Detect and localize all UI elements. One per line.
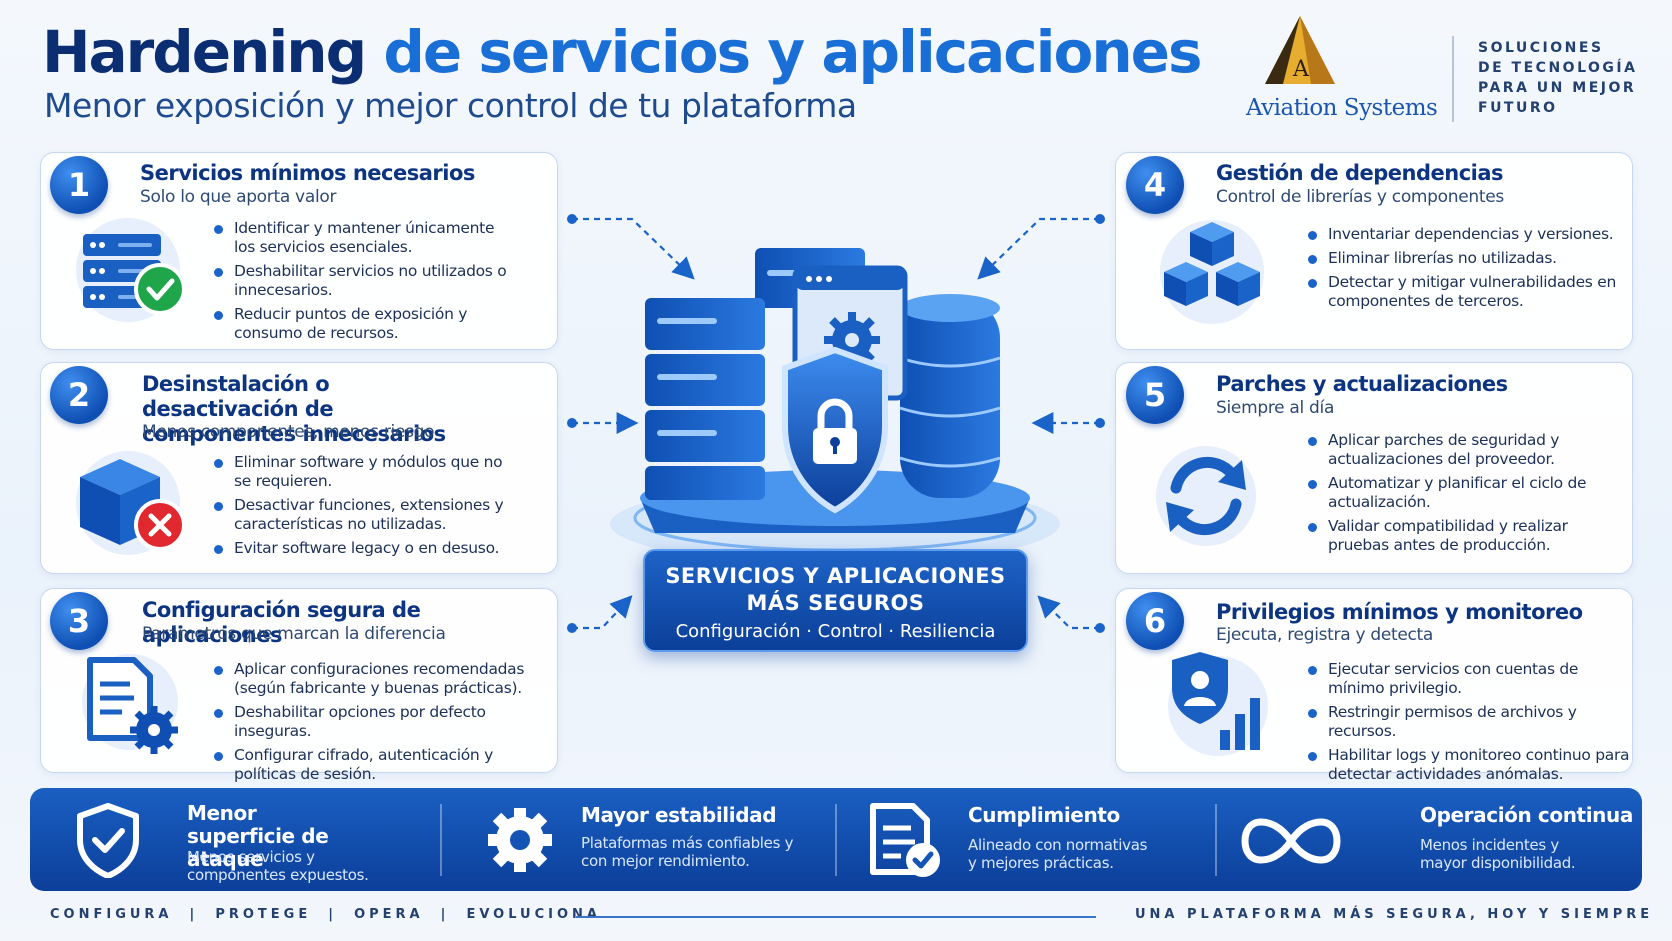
card-bullets: Identificar y mantener únicamente los se… [212, 219, 512, 348]
logo-letter: A [1292, 57, 1310, 82]
cubes-icon [1160, 220, 1264, 324]
list-item: Eliminar librerías no utilizadas. [1306, 249, 1626, 268]
benefit-subtitle: Menos servicios y componentes expuestos. [187, 848, 369, 884]
list-item: Configurar cifrado, autenticación y polí… [212, 746, 557, 784]
brand-name: Aviation Systems [1246, 95, 1438, 121]
center-title: SERVICIOS Y APLICACIONES MÁS SEGUROS [665, 564, 1006, 615]
benefit-title: Menor superficie de ataque [187, 801, 329, 871]
refresh-icon [1156, 446, 1256, 546]
list-item: Automatizar y planificar el ciclo de act… [1306, 474, 1626, 512]
card-bullets: Aplicar configuraciones recomendadas (se… [212, 660, 557, 789]
benefit-mayor-estabilidad: Mayor estabilidad Plataformas más confia… [442, 788, 824, 891]
list-item: Eliminar software y módulos que no se re… [212, 453, 512, 491]
card-title: Gestión de dependencias [1216, 161, 1504, 185]
step-badge-4: 4 [1126, 156, 1184, 214]
list-item: Restringir permisos de archivos y recurs… [1306, 703, 1631, 741]
list-item: Inventariar dependencias y versiones. [1306, 225, 1626, 244]
list-item: Reducir puntos de exposición y consumo d… [212, 305, 512, 343]
card-subtitle: Control de librerías y componentes [1216, 187, 1504, 207]
benefit-subtitle: Alineado con normativas y mejores prácti… [968, 836, 1148, 872]
card-title: Privilegios mínimos y monitoreo [1216, 600, 1583, 624]
card-title: Configuración segura de aplicaciones [142, 598, 421, 647]
benefit-title: Operación continua [1420, 803, 1633, 827]
user-shield-chart-icon [1168, 652, 1268, 756]
step-badge-5: 5 [1126, 366, 1184, 424]
title-accent: de servicios y aplicaciones [383, 18, 1202, 86]
benefits-bar: Menor superficie de ataque Menos servici… [30, 788, 1642, 891]
list-item: Evitar software legacy o en desuso. [212, 539, 512, 558]
list-item: Deshabilitar opciones por defecto insegu… [212, 703, 557, 741]
benefit-title: Cumplimiento [968, 803, 1120, 827]
list-item: Deshabilitar servicios no utilizados o i… [212, 262, 512, 300]
brand-divider [1452, 36, 1454, 122]
benefit-subtitle: Plataformas más confiables y con mejor r… [581, 834, 794, 870]
benefit-operacion-continua: Operación continua Menos incidentes y ma… [1217, 788, 1642, 891]
card-title: Parches y actualizaciones [1216, 372, 1508, 396]
list-item: Habilitar logs y monitoreo continuo para… [1306, 746, 1631, 784]
benefit-cumplimiento: Cumplimiento Alineado con normativas y m… [837, 788, 1217, 891]
step-badge-2: 2 [50, 366, 108, 424]
card-subtitle: Menos componentes, menos riesgo [142, 422, 435, 442]
benefit-title: Mayor estabilidad [581, 803, 777, 827]
shield-check-icon [77, 803, 139, 878]
benefit-divider [1215, 804, 1217, 876]
card-bullets: Aplicar parches de seguridad y actualiza… [1306, 431, 1626, 560]
card-title: Servicios mínimos necesarios [140, 161, 475, 185]
page-subtitle: Menor exposición y mejor control de tu p… [44, 86, 857, 125]
card-bullets: Eliminar software y módulos que no se re… [212, 453, 512, 563]
list-item: Aplicar parches de seguridad y actualiza… [1306, 431, 1626, 469]
footer-divider-line [576, 916, 1096, 918]
center-tagline: Configuración · Control · Resiliencia [675, 621, 996, 642]
aviation-logo-icon: A [1265, 16, 1335, 84]
gear-icon [488, 808, 552, 872]
benefit-divider [835, 804, 837, 876]
step-badge-3: 3 [50, 592, 108, 650]
step-badge-1: 1 [50, 156, 108, 214]
benefit-menor-superficie: Menor superficie de ataque Menos servici… [30, 788, 440, 891]
brand-tagline: SOLUCIONES DE TECNOLOGÍA PARA UN MEJOR F… [1478, 40, 1638, 116]
list-item: Ejecutar servicios con cuentas de mínimo… [1306, 660, 1631, 698]
list-item: Validar compatibilidad y realizar prueba… [1306, 517, 1626, 555]
list-item: Detectar y mitigar vulnerabilidades en c… [1306, 273, 1626, 311]
list-item: Aplicar configuraciones recomendadas (se… [212, 660, 557, 698]
document-check-icon [870, 803, 940, 877]
box-remove-icon [76, 451, 186, 555]
title-main: Hardening [42, 18, 367, 86]
footer-motto: CONFIGURA | PROTEGE | OPERA | EVOLUCIONA [50, 907, 601, 922]
card-bullets: Inventariar dependencias y versiones. El… [1306, 225, 1626, 316]
benefit-subtitle: Menos incidentes y mayor disponibilidad. [1420, 836, 1576, 872]
card-subtitle: Siempre al día [1216, 398, 1335, 418]
document-gear-icon [82, 654, 178, 754]
card-subtitle: Parámetros que marcan la diferencia [142, 624, 446, 644]
secure-servers-illustration-icon [610, 248, 1060, 564]
page-title: Hardening de servicios y aplicaciones [42, 18, 1203, 86]
card-bullets: Ejecutar servicios con cuentas de mínimo… [1306, 660, 1631, 789]
card-subtitle: Ejecuta, registra y detecta [1216, 625, 1434, 645]
card-subtitle: Solo lo que aporta valor [140, 187, 337, 207]
list-item: Identificar y mantener únicamente los se… [212, 219, 512, 257]
infinity-icon [1241, 818, 1341, 864]
server-check-icon [76, 218, 186, 322]
benefit-divider [440, 804, 442, 876]
center-banner: SERVICIOS Y APLICACIONES MÁS SEGUROS Con… [643, 549, 1028, 652]
footer-slogan: UNA PLATAFORMA MÁS SEGURA, HOY Y SIEMPRE [1135, 907, 1654, 922]
step-badge-6: 6 [1126, 592, 1184, 650]
card-title: Desinstalación o desactivación de compon… [142, 372, 446, 446]
list-item: Desactivar funciones, extensiones y cara… [212, 496, 512, 534]
